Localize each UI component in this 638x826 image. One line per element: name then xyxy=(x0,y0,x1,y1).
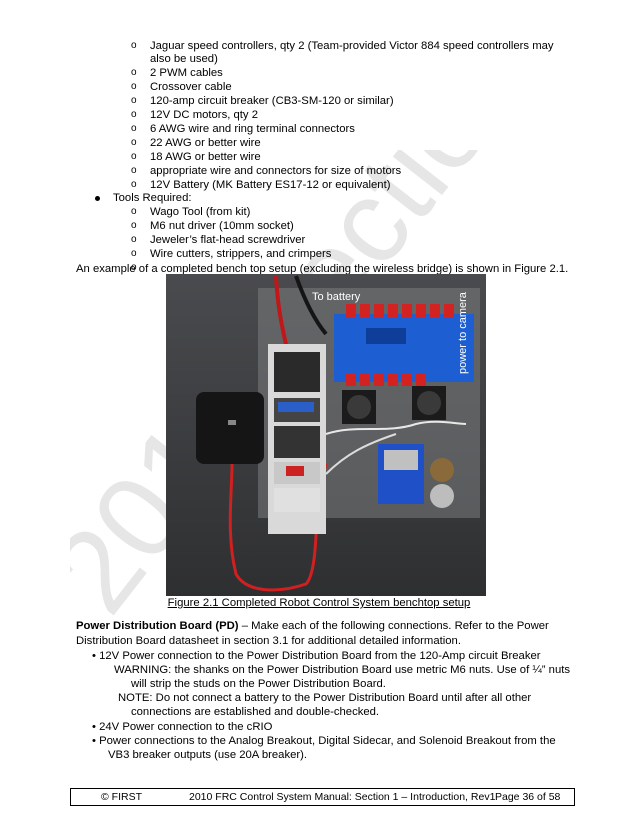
figure-caption: Figure 2.1 Completed Robot Control Syste… xyxy=(167,597,471,609)
pd-note-continued: connections are established and double-c… xyxy=(131,706,380,718)
page-footer: © FIRST 2010 FRC Control System Manual: … xyxy=(70,788,575,806)
parts-item: 22 AWG or better wire xyxy=(150,137,261,149)
pd-item: • 12V Power connection to the Power Dist… xyxy=(92,650,541,662)
sub-bullet: o xyxy=(131,40,137,51)
pd-warning: WARNING: the shanks on the Power Distrib… xyxy=(114,664,571,676)
footer-page-number: Page 36 of 58 xyxy=(495,791,561,803)
sub-bullet: o xyxy=(131,234,137,245)
parts-item: 2 PWM cables xyxy=(150,67,223,79)
pd-item-continued: VB3 breaker outputs (use 20A breaker). xyxy=(108,749,308,761)
example-sentence: An example of a completed bench top setu… xyxy=(76,263,569,275)
parts-item: Jaguar speed controllers, qty 2 (Team-pr… xyxy=(150,40,554,52)
sub-bullet: o xyxy=(131,137,137,148)
pd-note: NOTE: Do not connect a battery to the Po… xyxy=(118,692,532,704)
sub-bullet: o xyxy=(131,109,137,120)
pd-intro-rest: – Make each of the following connections… xyxy=(238,620,549,632)
parts-item: 12V DC motors, qty 2 xyxy=(150,109,258,121)
sub-bullet: o xyxy=(131,248,137,259)
pd-item: • 24V Power connection to the cRIO xyxy=(92,721,273,733)
sub-bullet: o xyxy=(131,95,137,106)
sub-bullet: o xyxy=(131,81,137,92)
parts-item: 6 AWG wire and ring terminal connectors xyxy=(150,123,355,135)
pd-intro-line-2: Distribution Board datasheet in section … xyxy=(76,635,461,647)
photo-label-to-battery: To battery xyxy=(312,291,361,303)
pd-intro-line-1: Power Distribution Board (PD) – Make eac… xyxy=(76,619,549,633)
tools-heading: Tools Required: xyxy=(113,192,192,204)
tools-item: M6 nut driver (10mm socket) xyxy=(150,220,294,232)
parts-item: 120-amp circuit breaker (CB3-SM-120 or s… xyxy=(150,95,394,107)
sub-bullet: o xyxy=(131,123,137,134)
tools-item: Wire cutters, strippers, and crimpers xyxy=(150,248,332,260)
sub-bullet: o xyxy=(131,151,137,162)
parts-item: 18 AWG or better wire xyxy=(150,151,261,163)
pd-item: • Power connections to the Analog Breako… xyxy=(92,735,556,747)
benchtop-photo: To battery power to camera xyxy=(166,274,486,596)
pd-heading: Power Distribution Board (PD) xyxy=(76,620,239,632)
sub-bullet: o xyxy=(131,179,137,190)
pd-warning-continued: will strip the studs on the Power Distri… xyxy=(131,678,386,690)
footer-left: © FIRST xyxy=(101,791,142,803)
tools-item: Wago Tool (from kit) xyxy=(150,206,251,218)
sub-bullet: o xyxy=(131,67,137,78)
parts-item-continued: also be used) xyxy=(150,53,218,65)
footer-center: 2010 FRC Control System Manual: Section … xyxy=(189,791,496,803)
sub-bullet: o xyxy=(131,262,137,273)
parts-item: 12V Battery (MK Battery ES17-12 or equiv… xyxy=(150,179,391,191)
photo-label-power-to-camera: power to camera xyxy=(457,291,469,374)
sub-bullet: o xyxy=(131,165,137,176)
tools-item: Jeweler’s flat-head screwdriver xyxy=(150,234,306,246)
sub-bullet: o xyxy=(131,206,137,217)
parts-item: Crossover cable xyxy=(150,81,232,93)
sub-bullet: o xyxy=(131,220,137,231)
parts-item: appropriate wire and connectors for size… xyxy=(150,165,402,177)
bullet-dot xyxy=(95,196,100,201)
